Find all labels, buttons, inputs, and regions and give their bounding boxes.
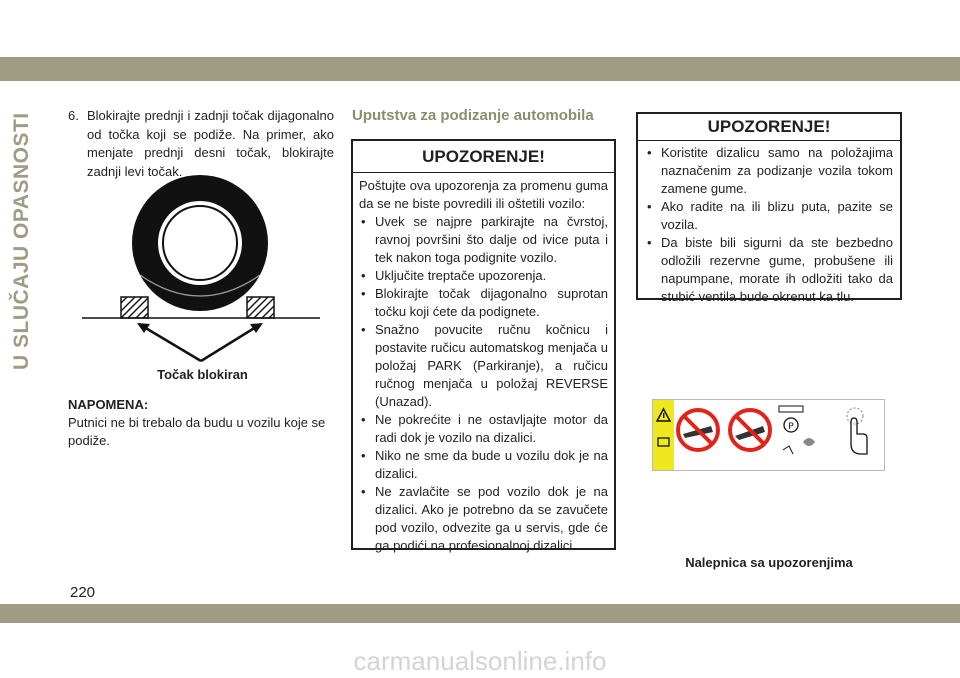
parking-brake-icon: P <box>778 405 815 455</box>
warning-item: Ne zavlačite se pod vozilo dok je na diz… <box>359 483 608 555</box>
warning-list: Uvek se najpre parkirajte na čvrstoj, ra… <box>359 213 608 555</box>
warning-box-jack-use: UPOZORENJE! Koristite dizalicu samo na p… <box>636 112 902 304</box>
section-heading: Uputstva za podizanje automobila <box>352 107 594 124</box>
warning-item: Koristite dizalicu samo na položajima na… <box>645 144 893 198</box>
no-hand-under-vehicle-icon <box>728 408 772 452</box>
note-block: NAPOMENA: Putnici ne bi trebalo da budu … <box>68 396 334 450</box>
warning-box-jacking: UPOZORENJE! Poštujte ova upozorenja za p… <box>351 139 616 553</box>
side-section-title: U SLUČAJU OPASNOSTI <box>10 112 33 370</box>
watermark-text: carmanualsonline.info <box>353 646 607 676</box>
manual-book-icon <box>657 437 670 447</box>
left-chock-icon <box>120 296 149 319</box>
step-text: Blokirajte prednji i zadnji točak dijago… <box>87 108 334 179</box>
warning-item: Blokirajte točak dijagonalno suprotan to… <box>359 285 608 321</box>
bottom-band <box>0 604 960 623</box>
step-block: 6. Blokirajte prednji i zadnji točak dij… <box>68 107 334 181</box>
warning-item: Ako radite na ili blizu puta, pazite se … <box>645 198 893 234</box>
warning-title: UPOZORENJE! <box>638 114 900 141</box>
no-person-under-vehicle-icon <box>676 408 720 452</box>
pointer-arrows-icon <box>143 325 257 363</box>
hand-touch-icon <box>828 402 882 468</box>
warning-item: Uključite treptače upozorenja. <box>359 267 608 285</box>
svg-text:P: P <box>788 422 794 432</box>
warning-list: Koristite dizalicu samo na položajima na… <box>645 144 893 306</box>
warning-item: Da biste bili sigurni da ste bezbedno od… <box>645 234 893 306</box>
step-number: 6. <box>68 108 79 123</box>
warning-label-image: P <box>652 399 885 471</box>
warning-triangle-icon <box>655 407 672 422</box>
warning-title: UPOZORENJE! <box>353 141 614 173</box>
wheel-blocked-figure: Točak blokiran <box>80 175 325 390</box>
note-heading: NAPOMENA: <box>68 397 149 412</box>
figure-caption: Točak blokiran <box>157 367 248 382</box>
warning-item: Ne pokrećite i ne ostavljajte motor da r… <box>359 411 608 447</box>
page-number: 220 <box>70 584 96 601</box>
warning-item: Snažno povucite ručnu kočnicu i postavit… <box>359 321 608 411</box>
wheel-chock-illustration <box>82 175 320 363</box>
warning-item: Uvek se najpre parkirajte na čvrstoj, ra… <box>359 213 608 267</box>
top-band <box>0 57 960 81</box>
warning-intro: Poštujte ova upozorenja za promenu guma … <box>359 178 608 211</box>
right-chock-icon <box>246 296 275 319</box>
step-item: 6. Blokirajte prednji i zadnji točak dij… <box>68 107 334 181</box>
label-caption: Nalepnica sa upozorenjima <box>685 555 853 570</box>
warning-item: Niko ne sme da bude u vozilu dok je na d… <box>359 447 608 483</box>
note-text: Putnici ne bi trebalo da budu u vozilu k… <box>68 415 326 448</box>
